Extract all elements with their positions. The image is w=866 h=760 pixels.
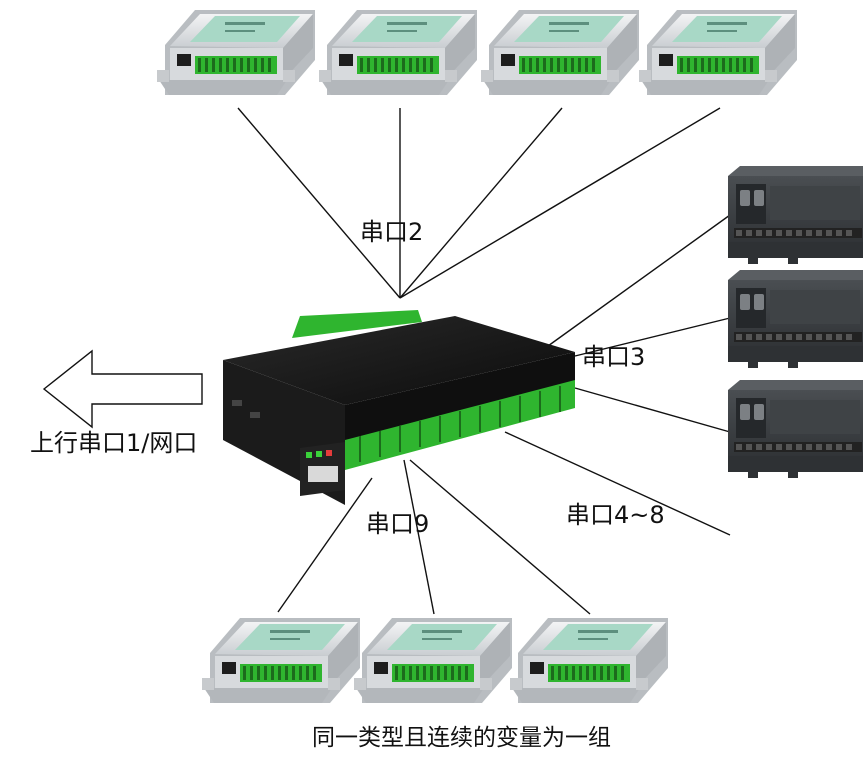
io-module-4 (639, 10, 797, 95)
io-module-6 (354, 618, 512, 703)
link-module-3 (399, 107, 563, 299)
link-plc-2 (574, 317, 731, 357)
link-plc-3 (574, 387, 731, 433)
link-module-4 (399, 107, 721, 299)
io-module-5 (202, 618, 360, 703)
uplink-arrow (42, 349, 203, 429)
connection-lines (237, 107, 731, 615)
link-plc-1 (547, 214, 731, 347)
link-port-4-8 (504, 431, 731, 536)
plc-1 (728, 166, 863, 264)
link-module-7 (409, 459, 591, 615)
link-module-5 (277, 477, 373, 613)
serial-gateway (223, 310, 575, 505)
serial-port-2-label: 串口2 (360, 218, 424, 246)
plc-3 (728, 380, 863, 478)
caption: 同一类型且连续的变量为一组 (312, 725, 611, 751)
io-module-3 (481, 10, 639, 95)
plc-2 (728, 270, 863, 368)
serial-ports-4-8-label: 串口4~8 (566, 501, 665, 529)
link-module-1 (237, 107, 401, 299)
link-module-6 (403, 459, 435, 615)
io-module-1 (157, 10, 315, 95)
uplink-label: 上行串口1/网口 (30, 429, 198, 457)
io-module-7 (510, 618, 668, 703)
serial-port-3-label: 串口3 (582, 343, 646, 371)
serial-port-9-label: 串口9 (366, 510, 430, 538)
io-module-2 (319, 10, 477, 95)
